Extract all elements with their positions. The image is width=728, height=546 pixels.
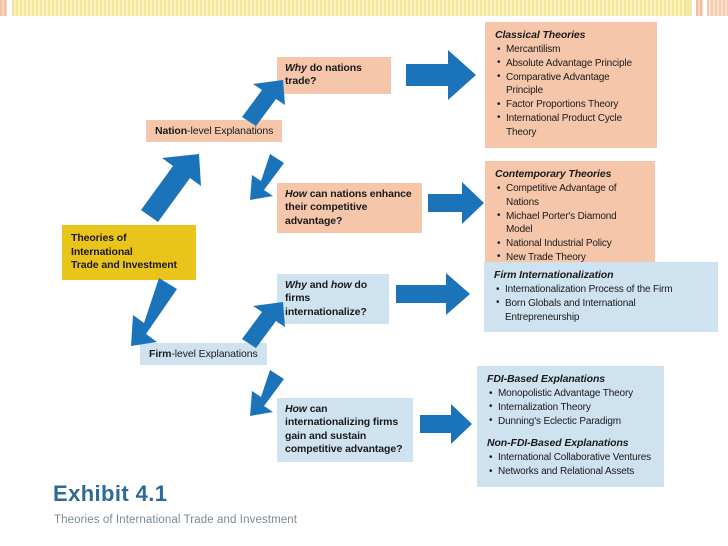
question-how-nations-enhance: How can nations enhance their competitiv…	[277, 183, 422, 234]
band-segment-right-4	[703, 0, 707, 16]
level-node-nation-strong: Nation	[155, 125, 188, 137]
root-node-theories: Theories of International Trade and Inve…	[62, 225, 196, 280]
theory-list-item: Born Globals and International Entrepren…	[494, 296, 708, 325]
theory-section-list: International Collaborative VenturesNetw…	[487, 451, 654, 479]
root-line-1: Theories of International	[71, 232, 133, 258]
question-2-run-1: and	[306, 279, 331, 291]
theory-list-item: Michael Porter's Diamond Model	[495, 209, 645, 238]
level-node-firm-rest: -level Explanations	[171, 348, 258, 360]
band-segment-left-white	[7, 0, 12, 16]
band-segment-right-3	[696, 0, 703, 16]
theory-section-list: MercantilismAbsolute Advantage Principle…	[495, 43, 647, 140]
question-0-run-1: do nations trade?	[285, 62, 362, 88]
arrow-nation-to-question-how-enhance	[250, 152, 304, 206]
theory-list-item: International Product Cycle Theory	[495, 111, 647, 140]
level-node-nation: Nation-level Explanations	[146, 120, 283, 142]
theory-box-firm-internationalization: Firm InternationalizationInternationaliz…	[484, 262, 718, 333]
question-2-run-2: how	[330, 279, 352, 291]
theory-box-contemporary-theories: Contemporary TheoriesCompetitive Advanta…	[485, 161, 655, 273]
theory-list-item: Mercantilism	[495, 43, 647, 57]
level-node-firm-strong: Firm	[149, 348, 172, 360]
arrow-firm-to-question-why-how	[238, 300, 292, 354]
level-node-firm: Firm-level Explanations	[140, 343, 267, 365]
theory-list-item: Dunning's Eclectic Paradigm	[487, 414, 654, 429]
theory-list-item: Comparative Advantage Principle	[495, 70, 647, 99]
arrow-question-to-contemporary	[428, 182, 486, 226]
theory-list-item: International Collaborative Ventures	[487, 451, 654, 465]
theory-section-title: Firm Internationalization	[494, 269, 614, 281]
theory-list-item: Absolute Advantage Principle	[495, 56, 647, 71]
theory-section-title: Contemporary Theories	[495, 168, 612, 180]
question-2-run-3: do firms internationalize?	[285, 279, 368, 318]
root-line-2: Trade and Investment	[71, 259, 177, 272]
theory-section-list: Monopolistic Advantage TheoryInternaliza…	[487, 387, 654, 428]
question-1-run-0: How	[285, 188, 307, 200]
question-3-run-0: How	[285, 403, 307, 415]
theory-list-item: Internationalization Process of the Firm	[494, 283, 708, 297]
arrow-root-to-nation-level	[138, 152, 210, 224]
question-how-firms-gain-sustain: How can internationalizing firms gain an…	[277, 398, 413, 462]
top-decorative-band	[0, 0, 728, 16]
arrow-question-to-fdi	[420, 404, 474, 446]
question-2-run-0: Why	[285, 279, 307, 291]
question-0-run-0: Why	[285, 62, 307, 74]
theory-list-item: Competitive Advantage of Nations	[495, 182, 645, 210]
arrow-firm-to-question-how-gain	[250, 368, 304, 422]
theory-section-title: Classical Theories	[495, 29, 586, 41]
theory-section-list: Competitive Advantage of NationsMichael …	[495, 182, 645, 265]
question-3-run-1: can internationalizing firms gain and su…	[285, 403, 403, 456]
theory-section-title: Non-FDI-Based Explanations	[487, 437, 629, 450]
band-segment-right-1	[686, 0, 692, 16]
arrow-question-to-firm-internationalization	[396, 273, 472, 317]
exhibit-title: Exhibit 4.1	[53, 481, 168, 506]
theory-list-item: New Trade Theory	[495, 250, 645, 265]
band-segment-right-2	[692, 0, 696, 16]
theory-list-item: Networks and Relational Assets	[487, 465, 654, 479]
band-segment-right-5	[707, 0, 728, 16]
theory-list-item: Factor Proportions Theory	[495, 98, 647, 112]
theory-section-list: Internationalization Process of the Firm…	[494, 283, 708, 324]
band-segment-left-peach	[0, 0, 7, 16]
theory-section-title: FDI-Based Explanations	[487, 373, 605, 385]
theory-list-item: Internalization Theory	[487, 400, 654, 415]
theory-box-classical-theories: Classical TheoriesMercantilismAbsolute A…	[485, 22, 657, 148]
arrow-nation-to-question-why-trade	[238, 78, 292, 132]
arrow-root-to-firm-level	[131, 276, 204, 348]
exhibit-subtitle: Theories of International Trade and Inve…	[54, 514, 298, 526]
arrow-question-to-classical	[406, 50, 478, 102]
question-why-how-firms-internationalize: Why and how do firms internationalize?	[277, 274, 389, 325]
question-1-run-1: can nations enhance their competitive ad…	[285, 188, 412, 227]
theory-box-fdi-explanations: FDI-Based ExplanationsMonopolistic Advan…	[477, 366, 664, 487]
theory-list-item: National Industrial Policy	[495, 237, 645, 251]
level-node-nation-rest: -level Explanations	[187, 125, 274, 137]
question-why-nations-trade: Why do nations trade?	[277, 57, 391, 94]
theory-list-item: Monopolistic Advantage Theory	[487, 387, 654, 401]
